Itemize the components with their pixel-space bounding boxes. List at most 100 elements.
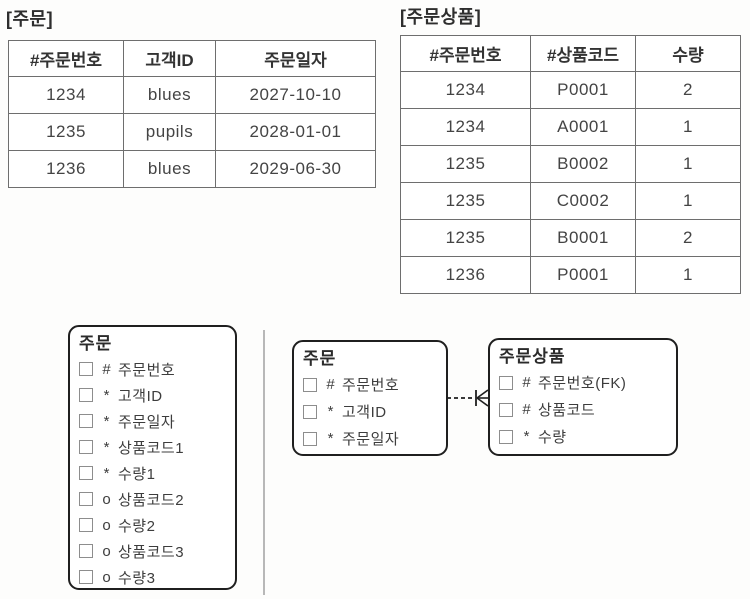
attribute-name: 상품코드: [538, 402, 596, 419]
checkbox-icon: [79, 362, 93, 376]
attribute-symbol: *: [523, 428, 530, 445]
attribute-name: 고객ID: [342, 404, 387, 421]
table-cell: 1235: [8, 113, 124, 151]
table-cell: 2027-10-10: [215, 76, 376, 114]
attribute-symbol: #: [326, 376, 335, 393]
entity-title: 주문상품: [499, 347, 566, 366]
table-cell: 1: [635, 108, 741, 146]
table-row: 1234 P0001 2: [400, 71, 741, 109]
table-row: 1235 C0002 1: [400, 182, 741, 220]
attribute-symbol: o: [102, 516, 111, 534]
attribute-symbol: *: [103, 438, 110, 456]
table-cell: A0001: [530, 108, 636, 146]
entity-attribute: * 고객ID: [79, 382, 226, 408]
checkbox-icon: [79, 570, 93, 584]
attribute-name: 상품코드1: [118, 439, 185, 457]
table-row: 1236 P0001 1: [400, 256, 741, 294]
table-cell: 2028-01-01: [215, 113, 376, 151]
entity-attribute: * 주문일자: [79, 408, 226, 434]
attribute-name: 주문번호: [118, 361, 176, 379]
checkbox-icon: [79, 544, 93, 558]
attribute-symbol: #: [522, 401, 531, 418]
table-cell: 1235: [400, 145, 531, 183]
order-table-label: [주문]: [6, 9, 54, 29]
attribute-symbol: *: [327, 403, 334, 420]
entity-attribute: o 수량2: [79, 512, 226, 538]
table-cell: C0002: [530, 182, 636, 220]
checkbox-icon: [303, 404, 317, 419]
checkbox-icon: [79, 492, 93, 506]
one-to-many-relationship-connector: [447, 389, 488, 407]
entity-title: 주문: [303, 349, 337, 368]
column-header: #주문번호: [8, 40, 124, 77]
table-row: 1234 A0001 1: [400, 108, 741, 146]
table-cell: 2029-06-30: [215, 150, 376, 188]
entity-attribute: # 상품코드: [499, 396, 667, 423]
order-item-table-label: [주문상품]: [400, 7, 482, 27]
table-cell: 1234: [400, 108, 531, 146]
table-cell: 1: [635, 182, 741, 220]
checkbox-icon: [303, 377, 317, 392]
column-header: #상품코드: [530, 35, 636, 72]
table-row: 1234 blues 2027-10-10: [8, 76, 376, 114]
checkbox-icon: [79, 518, 93, 532]
attribute-symbol: o: [102, 568, 111, 586]
attribute-symbol: o: [102, 490, 111, 508]
attribute-symbol: *: [327, 430, 334, 447]
table-row: 1235 B0001 2: [400, 219, 741, 257]
table-cell: 2: [635, 219, 741, 257]
attribute-name: 주문일자: [118, 413, 176, 431]
attribute-name: 수량3: [118, 569, 156, 587]
table-cell: blues: [123, 76, 216, 114]
checkbox-icon: [499, 375, 513, 390]
table-cell: pupils: [123, 113, 216, 151]
table-cell: P0001: [530, 71, 636, 109]
entity-attribute: o 상품코드3: [79, 538, 226, 564]
table-cell: B0001: [530, 219, 636, 257]
column-header: 고객ID: [123, 40, 216, 77]
attribute-name: 수량1: [118, 465, 156, 483]
attribute-name: 주문일자: [342, 431, 400, 448]
entity-attribute: o 상품코드2: [79, 486, 226, 512]
entity-attribute: * 주문일자: [303, 425, 437, 452]
divider-line: [263, 330, 265, 595]
order-sample-table: #주문번호 고객ID 주문일자 1234 blues 2027-10-10 12…: [8, 40, 376, 188]
entity-attribute: o 수량3: [79, 564, 226, 590]
attribute-name: 상품코드2: [118, 491, 185, 509]
checkbox-icon: [79, 440, 93, 454]
attribute-symbol: *: [103, 412, 110, 430]
attribute-symbol: #: [102, 360, 111, 378]
attribute-name: 주문번호(FK): [538, 375, 627, 392]
attribute-symbol: *: [103, 464, 110, 482]
column-header: 주문일자: [215, 40, 376, 77]
checkbox-icon: [499, 402, 513, 417]
checkbox-icon: [303, 431, 317, 446]
attribute-name: 수량2: [118, 517, 156, 535]
entity-attribute: * 고객ID: [303, 398, 437, 425]
table-row: 1235 B0002 1: [400, 145, 741, 183]
entity-attribute: * 상품코드1: [79, 434, 226, 460]
table-header-row: #주문번호 #상품코드 수량: [400, 35, 741, 72]
table-cell: 1: [635, 145, 741, 183]
column-header: 수량: [635, 35, 741, 72]
entity-title: 주문: [79, 334, 113, 353]
checkbox-icon: [79, 388, 93, 402]
attribute-name: 고객ID: [118, 387, 163, 405]
table-cell: 1: [635, 256, 741, 294]
entity-attribute: # 주문번호: [303, 371, 437, 398]
attribute-symbol: #: [522, 374, 531, 391]
table-cell: 1236: [400, 256, 531, 294]
checkbox-icon: [79, 466, 93, 480]
table-cell: B0002: [530, 145, 636, 183]
table-cell: 1234: [400, 71, 531, 109]
entity-order: 주문 # 주문번호 * 고객ID * 주문일자: [292, 340, 448, 456]
table-row: 1235 pupils 2028-01-01: [8, 113, 376, 151]
entity-order-unnormalized: 주문 # 주문번호 * 고객ID * 주문일자 * 상품코드1 * 수량1: [68, 325, 237, 590]
entity-attribute: # 주문번호(FK): [499, 369, 667, 396]
table-row: 1236 blues 2029-06-30: [8, 150, 376, 188]
entity-attribute: # 주문번호: [79, 356, 226, 382]
table-cell: 1236: [8, 150, 124, 188]
table-cell: 1235: [400, 182, 531, 220]
table-cell: blues: [123, 150, 216, 188]
